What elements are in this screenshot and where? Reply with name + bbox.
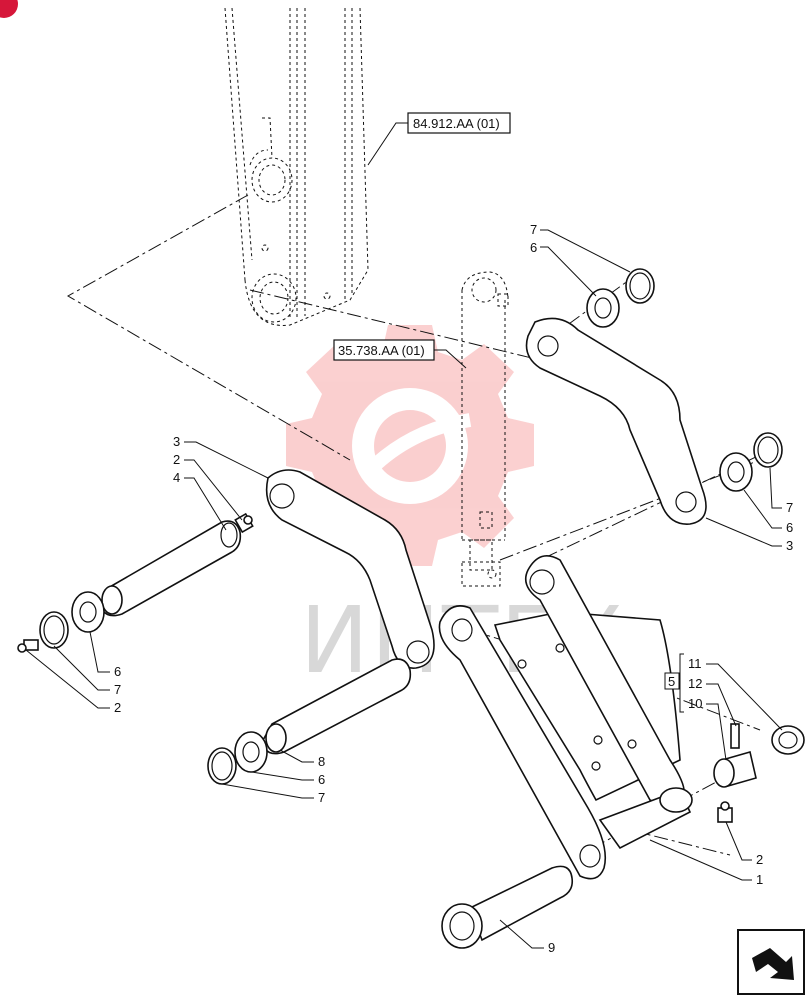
grease-nipple-right bbox=[717, 801, 733, 823]
washer-left-upper bbox=[71, 591, 105, 633]
washer-middle bbox=[234, 731, 268, 773]
boom-reference-text: 84.912.AA (01) bbox=[413, 116, 500, 131]
ring-right bbox=[771, 725, 805, 755]
circlip-left-upper bbox=[39, 611, 69, 649]
circlip-top-right bbox=[625, 268, 655, 304]
callout-3-right: 3 bbox=[786, 538, 793, 553]
callout-5-box: 5 bbox=[664, 672, 680, 690]
callout-12: 12 bbox=[688, 676, 702, 691]
next-page-arrow-icon[interactable] bbox=[737, 929, 805, 995]
leader-lines bbox=[25, 229, 783, 949]
grease-nipple-left bbox=[17, 639, 39, 653]
callout-6-top: 6 bbox=[530, 240, 537, 255]
circlip-middle bbox=[207, 747, 237, 785]
pin-upper-left bbox=[99, 512, 254, 617]
callout-3-left: 3 bbox=[173, 434, 180, 449]
callout-7-right: 7 bbox=[786, 500, 793, 515]
boom-reference-label[interactable]: 84.912.AA (01) bbox=[367, 112, 511, 166]
callout-5: 5 bbox=[668, 674, 675, 689]
link-arm-left bbox=[265, 469, 435, 669]
callout-4: 4 bbox=[173, 470, 180, 485]
washer-mid-right bbox=[719, 452, 753, 492]
callout-11: 11 bbox=[688, 656, 702, 671]
callout-8: 8 bbox=[318, 754, 325, 769]
callout-labels: 7 6 3 2 4 6 7 2 8 6 7 7 6 3 2 1 9 11 12 … bbox=[114, 222, 793, 955]
callout-2-right: 2 bbox=[756, 852, 763, 867]
circlip-mid-right bbox=[753, 432, 783, 468]
pin-bottom bbox=[441, 865, 574, 949]
bushing bbox=[713, 750, 757, 788]
cylinder-reference-text: 35.738.AA (01) bbox=[338, 343, 425, 358]
boom-hidden-outline bbox=[224, 7, 369, 326]
callout-2-left-top: 2 bbox=[173, 452, 180, 467]
callout-7-top: 7 bbox=[530, 222, 537, 237]
callout-1: 1 bbox=[756, 872, 763, 887]
callout-10: 10 bbox=[688, 696, 702, 711]
corner-badge bbox=[0, 0, 18, 18]
callout-7-left: 7 bbox=[114, 682, 121, 697]
callout-2-left-bottom: 2 bbox=[114, 700, 121, 715]
callout-7-middle: 7 bbox=[318, 790, 325, 805]
pin-middle bbox=[261, 658, 412, 755]
cylinder-hidden-outline bbox=[461, 271, 509, 587]
link-arm-right bbox=[525, 317, 707, 525]
dowel-pin bbox=[730, 723, 740, 749]
washer-top-right bbox=[586, 288, 620, 328]
main-lever bbox=[438, 554, 693, 880]
callout-6-middle: 6 bbox=[318, 772, 325, 787]
callout-9: 9 bbox=[548, 940, 555, 955]
callout-6-right: 6 bbox=[786, 520, 793, 535]
cylinder-reference-label[interactable]: 35.738.AA (01) bbox=[333, 339, 467, 369]
callout-6-left: 6 bbox=[114, 664, 121, 679]
